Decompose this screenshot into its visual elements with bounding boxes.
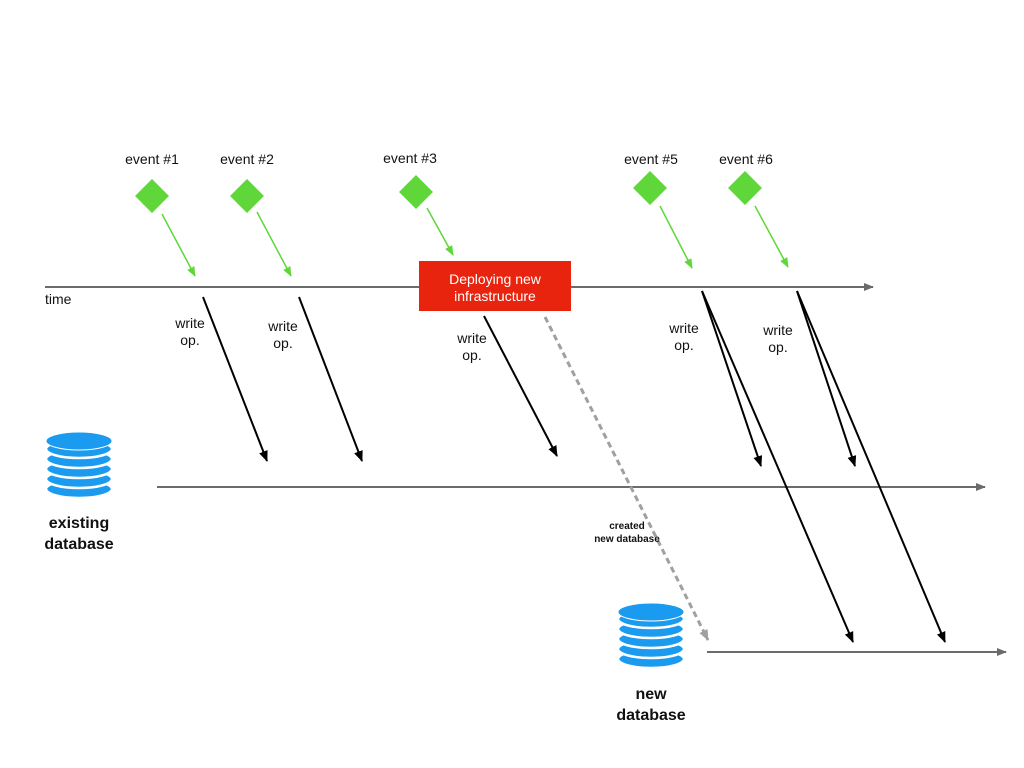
created-label-line2: new database <box>594 534 660 545</box>
write-op-line1: write <box>174 315 205 331</box>
write-arrow-new-5 <box>701 290 854 643</box>
existing-database-icon <box>44 431 114 500</box>
event-label: event #2 <box>220 151 274 167</box>
write-arrow-existing-3 <box>483 315 558 457</box>
deploy-box-bg <box>419 261 571 311</box>
event-label: event #6 <box>719 151 773 167</box>
created-label-line1: created <box>609 521 645 532</box>
write-arrow-new-6 <box>796 290 946 643</box>
event-arrow <box>754 205 789 268</box>
write-op-line2: op. <box>462 347 481 363</box>
write-op-line2: op. <box>180 332 199 348</box>
created-database-dashed-arrow <box>543 316 710 641</box>
write-arrow-existing-1 <box>202 296 268 462</box>
event-arrow <box>426 207 454 256</box>
write-arrow-existing-6 <box>796 290 857 467</box>
existing-database-label-line1: existing <box>49 515 109 532</box>
write-arrow-existing-2 <box>298 296 363 462</box>
event-5: event #5 <box>624 151 693 269</box>
write-op-label-4: write op. <box>668 320 699 353</box>
event-diamond-icon <box>728 171 762 205</box>
event-arrow <box>256 211 292 277</box>
deploying-infrastructure-box: Deploying new infrastructure <box>419 261 571 311</box>
event-label: event #1 <box>125 151 179 167</box>
event-diamond-icon <box>135 179 169 213</box>
write-op-line1: write <box>668 320 699 336</box>
event-arrow <box>659 205 693 269</box>
write-arrow-existing-5 <box>701 290 763 467</box>
write-op-line2: op. <box>273 335 292 351</box>
write-op-label-1: write op. <box>174 315 205 348</box>
write-op-line1: write <box>456 330 487 346</box>
deploy-box-line2: infrastructure <box>454 288 536 304</box>
new-database-label-line1: new <box>635 686 667 703</box>
new-database-label-line2: database <box>616 707 685 724</box>
write-op-line1: write <box>267 318 298 334</box>
event-label: event #5 <box>624 151 678 167</box>
existing-database-label-line2: database <box>44 536 113 553</box>
event-label: event #3 <box>383 150 437 166</box>
new-database-icon <box>616 602 686 670</box>
event-3: event #3 <box>383 150 454 256</box>
event-2: event #2 <box>220 151 292 277</box>
write-op-line1: write <box>762 322 793 338</box>
event-1: event #1 <box>125 151 196 277</box>
deploy-box-line1: Deploying new <box>449 271 542 287</box>
event-arrow <box>161 213 196 277</box>
event-diamond-icon <box>399 175 433 209</box>
time-axis-label: time <box>45 291 72 307</box>
write-op-line2: op. <box>674 337 693 353</box>
event-6: event #6 <box>719 151 789 268</box>
write-op-label-5: write op. <box>762 322 793 355</box>
write-op-label-2: write op. <box>267 318 298 351</box>
event-diamond-icon <box>230 179 264 213</box>
event-diamond-icon <box>633 171 667 205</box>
write-op-label-3: write op. <box>456 330 487 363</box>
write-op-line2: op. <box>768 339 787 355</box>
